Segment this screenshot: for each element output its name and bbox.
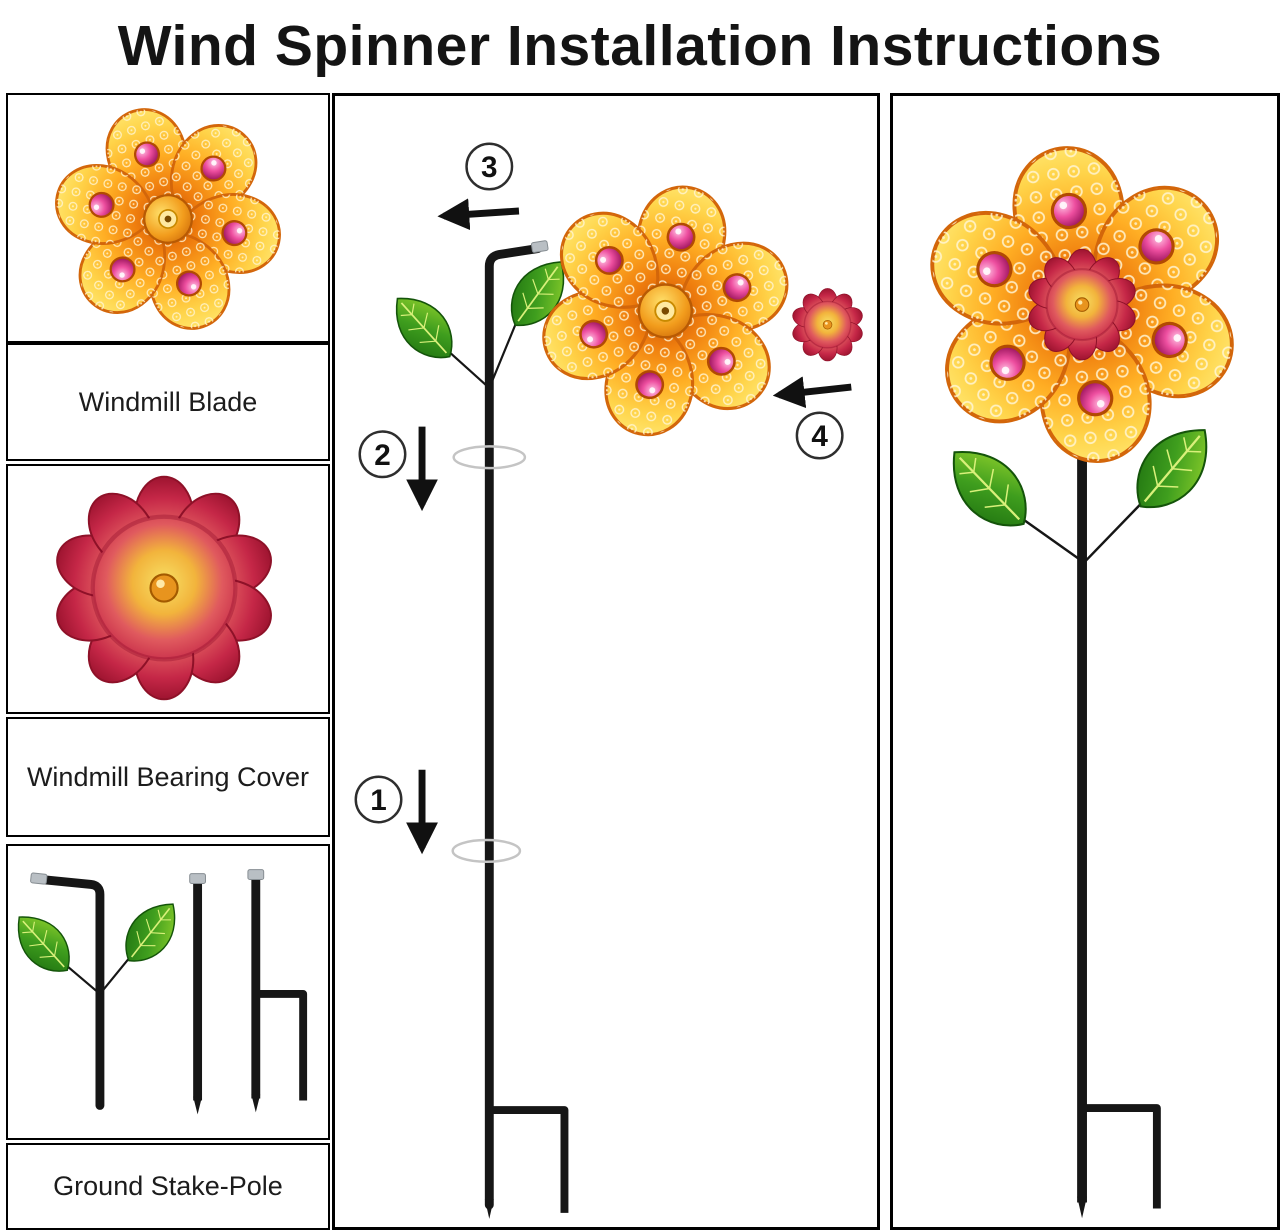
- ground-stake-part: [247, 869, 308, 1113]
- finished-leaves: [933, 411, 1227, 564]
- finished-spinner-illustration: [893, 96, 1277, 1219]
- windmill-blade-illustration: [8, 95, 328, 341]
- pole-tip-icon: [189, 873, 206, 884]
- bearing-cover-icon: [789, 287, 866, 362]
- pole-tip-icon: [247, 869, 265, 881]
- label-ground-stake: Ground Stake-Pole: [6, 1143, 330, 1230]
- panel-assembly-steps: 3 2 1 4: [332, 93, 880, 1230]
- step-3-number: 3: [481, 151, 498, 184]
- panel-stake-image: [6, 844, 330, 1140]
- leaf-icon: [8, 902, 83, 985]
- label-bearing-cover: Windmill Bearing Cover: [6, 717, 330, 837]
- step-4-badge: 4: [795, 411, 844, 460]
- pole-leaves: [380, 248, 580, 389]
- leaf-icon: [933, 431, 1045, 545]
- windmill-blade-label: Windmill Blade: [78, 386, 258, 417]
- axle-pole-part: [8, 872, 190, 1110]
- extension-pole-part: [189, 873, 206, 1115]
- page-title: Wind Spinner Installation Instructions: [117, 14, 1163, 78]
- step3-arrow-icon: [437, 198, 520, 231]
- step-3-badge: 3: [465, 142, 514, 191]
- assembled-pole: [484, 239, 569, 1219]
- panel-bearing-image: [6, 464, 330, 714]
- twist-indicator-icon: [452, 445, 527, 470]
- step-2-badge: 2: [358, 430, 407, 479]
- flower-icon: [21, 95, 314, 341]
- assembly-diagram: 3 2 1 4: [354, 142, 866, 1219]
- flower-icon: [512, 161, 819, 461]
- ground-stake-label: Ground Stake-Pole: [53, 1171, 283, 1201]
- step-1-number: 1: [370, 784, 387, 817]
- twist-indicator-icon: [451, 838, 522, 864]
- step4-arrow-icon: [772, 376, 852, 409]
- bearing-cover-illustration: [8, 466, 328, 712]
- stake-pole-illustration: [8, 869, 308, 1115]
- step-4-number: 4: [811, 420, 828, 453]
- panel-blade-image: [6, 93, 330, 343]
- panel-finished-product: [890, 93, 1280, 1230]
- bearing-cover-label: Windmill Bearing Cover: [26, 761, 310, 792]
- axle-tip-icon: [530, 239, 549, 254]
- finished-pole: [1077, 313, 1161, 1219]
- step-2-number: 2: [374, 439, 391, 472]
- step-1-badge: 1: [354, 775, 403, 824]
- bearing-cover-icon: [49, 477, 279, 700]
- leaf-icon: [380, 283, 467, 372]
- label-windmill-blade: Windmill Blade: [6, 343, 330, 461]
- leaf-icon: [112, 891, 190, 974]
- pole-tip-icon: [29, 872, 48, 885]
